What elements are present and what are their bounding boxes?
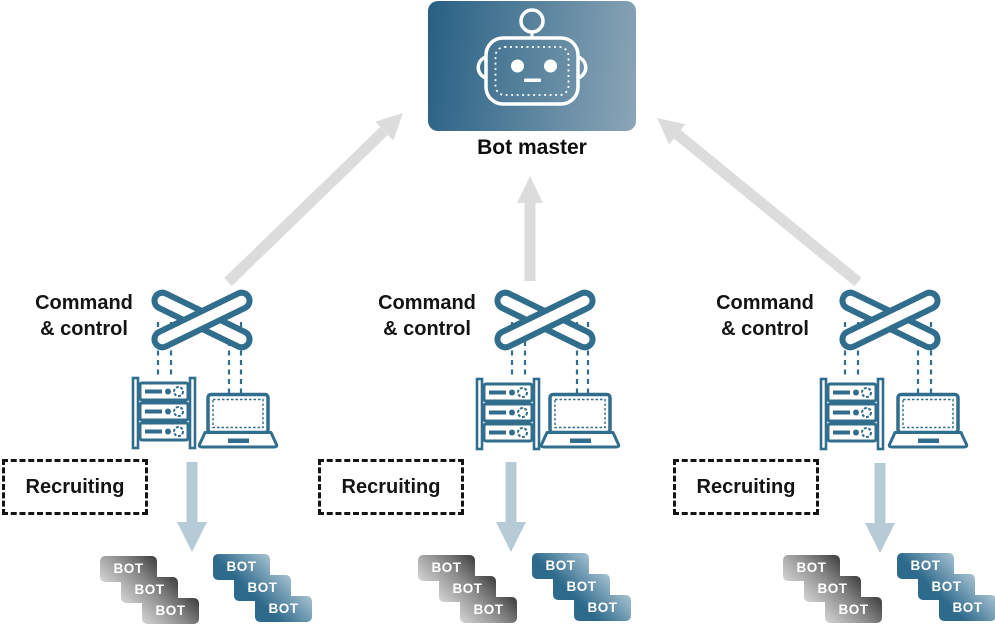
bot-badge: BOT	[255, 596, 312, 622]
bot-stack-blue-middle: BOT BOT BOT	[532, 553, 632, 622]
command-control-line1: Command	[35, 292, 133, 314]
bot-master-node	[428, 1, 636, 131]
bot-badge: BOT	[825, 597, 882, 623]
bot-badge: BOT	[100, 556, 157, 582]
network-switch-icon	[840, 290, 940, 350]
command-control-label-right: Command & control	[699, 290, 831, 342]
bot-badge: BOT	[460, 597, 517, 623]
bot-stack-gray-right: BOT BOT BOT	[783, 555, 883, 624]
download-arrow	[177, 462, 207, 552]
recruiting-box-right: Recruiting	[673, 459, 819, 515]
network-switch-icon	[152, 290, 252, 350]
command-control-label-left: Command & control	[18, 290, 150, 342]
bot-stack-gray-middle: BOT BOT BOT	[418, 555, 518, 624]
recruiting-box-left: Recruiting	[2, 459, 148, 515]
laptop-icon	[887, 392, 969, 449]
laptop-icon	[197, 392, 279, 449]
bot-stack-blue-left: BOT BOT BOT	[213, 554, 313, 623]
bot-stack-gray-left: BOT BOT BOT	[100, 556, 200, 625]
uplink-arrow-left	[224, 113, 403, 286]
uplink-arrow-right	[657, 118, 862, 287]
server-rack-icon	[131, 376, 197, 450]
command-control-line2: & control	[383, 318, 471, 340]
command-control-line1: Command	[716, 292, 814, 314]
bot-badge: BOT	[142, 598, 199, 624]
command-control-label-middle: Command & control	[361, 290, 493, 342]
bot-badge: BOT	[939, 595, 995, 621]
uplink-arrow-middle	[517, 176, 543, 281]
download-arrow	[496, 462, 526, 552]
laptop-icon	[539, 392, 621, 449]
bot-badge: BOT	[574, 595, 631, 621]
bot-badge: BOT	[234, 575, 291, 601]
download-arrow	[865, 463, 895, 553]
robot-icon	[476, 8, 588, 106]
network-switch-icon	[495, 290, 595, 350]
command-control-line2: & control	[721, 318, 809, 340]
server-rack-icon	[475, 377, 541, 451]
server-rack-icon	[819, 377, 885, 451]
command-control-line2: & control	[40, 318, 128, 340]
bot-stack-blue-right: BOT BOT BOT	[897, 553, 995, 622]
command-control-line1: Command	[378, 292, 476, 314]
recruiting-box-middle: Recruiting	[318, 459, 464, 515]
bot-master-label: Bot master	[477, 136, 587, 159]
